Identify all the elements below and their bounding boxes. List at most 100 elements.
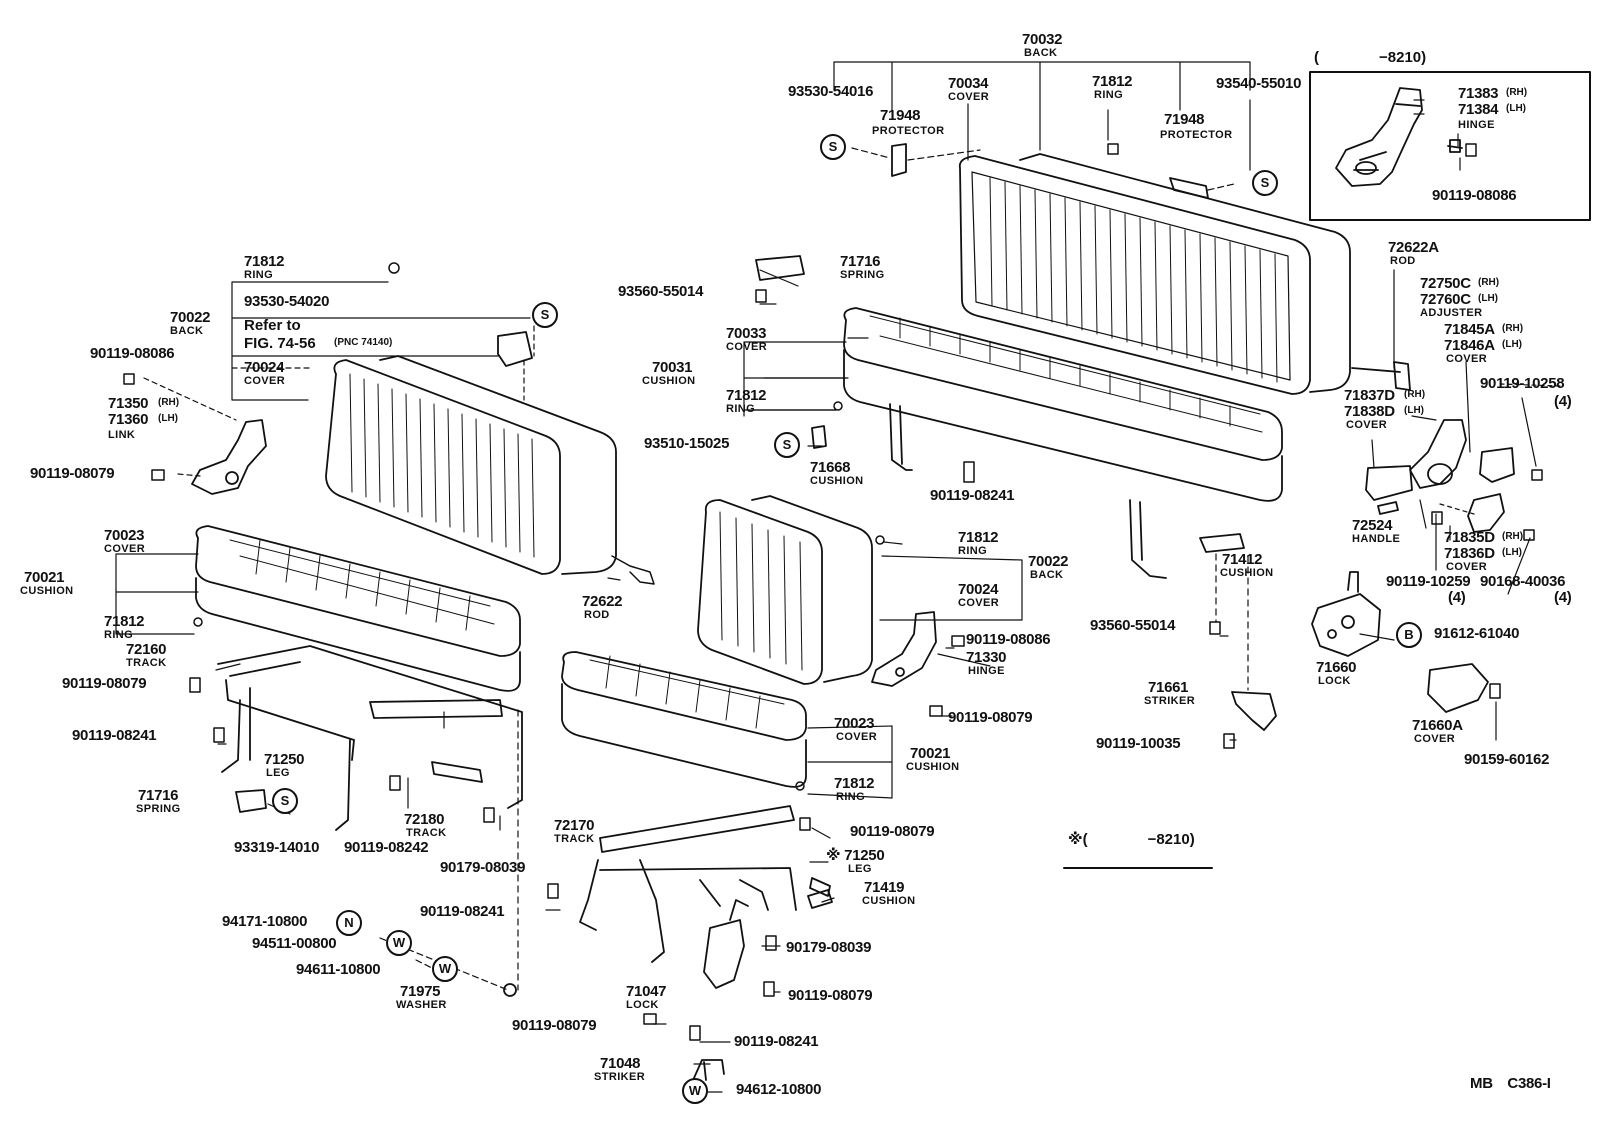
w-mark-2: W — [432, 956, 458, 982]
lock-71660 — [1311, 571, 1381, 657]
label-71412: 71412 — [1222, 551, 1263, 568]
label-90119-08086-inset: 90119-08086 — [1432, 187, 1517, 204]
left-seat-frame — [217, 645, 523, 831]
w-mark-1: W — [386, 930, 412, 956]
label-71350-side: (RH) — [158, 397, 180, 408]
label-72760c: 72760C — [1420, 291, 1471, 308]
label-fig-74-56: FIG. 74-56 — [244, 335, 316, 352]
label-71812-top: 71812 — [1092, 73, 1133, 90]
label-90119-08079-h3: 90119-08079 — [512, 1017, 597, 1034]
label-90179-08039-e: 90179-08039 — [440, 859, 526, 876]
label-pnc-74140: (PNC 74140) — [334, 337, 393, 348]
label-71383-side: (RH) — [1506, 87, 1528, 98]
seat-back-70022-left — [325, 355, 655, 585]
label-90119-08242: 90119-08242 — [344, 839, 429, 856]
label-94171-10800: 94171-10800 — [222, 913, 308, 930]
s-mark-4: S — [774, 432, 800, 458]
label-71812-top-name: RING — [1094, 89, 1124, 101]
footer-code: MB C386-I — [1470, 1075, 1551, 1092]
label-70034: 70034 — [948, 75, 989, 92]
label-71660a-name: COVER — [1414, 733, 1456, 745]
label-71716-e: 71716 — [138, 787, 179, 804]
label-71975-name: WASHER — [396, 999, 447, 1011]
cushion-71412 — [1199, 533, 1245, 553]
label-71838d-side: (LH) — [1404, 405, 1424, 416]
label-71812-b-name: RING — [244, 269, 274, 281]
label-93560-55014-g: 93560-55014 — [1090, 617, 1176, 634]
label-70031: 70031 — [652, 359, 693, 376]
leader-lines — [115, 61, 1561, 1093]
label-90119-08079-h: 90119-08079 — [850, 823, 935, 840]
label-72622-name: ROD — [584, 609, 610, 621]
label-70024-b-name: COVER — [244, 375, 286, 387]
spring-71716-left — [235, 789, 267, 813]
label-91612-61040: 91612-61040 — [1434, 625, 1520, 642]
label-71812-f: 71812 — [958, 529, 999, 546]
cover-71837d — [1365, 465, 1413, 501]
label-71812-e-name: RING — [104, 629, 134, 641]
label-71330-name: HINGE — [968, 665, 1005, 677]
label-93510-15025: 93510-15025 — [644, 435, 730, 452]
label-90179-08039-h: 90179-08039 — [786, 939, 872, 956]
label-90119-10035: 90119-10035 — [1096, 735, 1181, 752]
label-70033: 70033 — [726, 325, 767, 342]
label-71360: 71360 — [108, 411, 149, 428]
label-72760c-side: (LH) — [1478, 293, 1498, 304]
label-90119-08241-h2: 90119-08241 — [734, 1033, 819, 1050]
seat-back-70032 — [958, 153, 1351, 395]
label-71661-name: STRIKER — [1144, 695, 1196, 707]
label-71812-c-name: RING — [726, 403, 756, 415]
label-71837d: 71837D — [1344, 387, 1395, 404]
label-70033-name: COVER — [726, 341, 768, 353]
label-71330: 71330 — [966, 649, 1007, 666]
label-cover-71837d: COVER — [1346, 419, 1388, 431]
label-refer-to: Refer to — [244, 317, 301, 334]
label-71250-e: 71250 — [264, 751, 305, 768]
label-90119-10258: 90119-10258 — [1480, 375, 1565, 392]
label-71384: 71384 — [1458, 101, 1499, 118]
label-71419: 71419 — [864, 879, 905, 896]
label-71835d-side: (RH) — [1502, 531, 1524, 542]
label-71846a-side: (LH) — [1502, 339, 1522, 350]
label-90119-08241-c: 90119-08241 — [930, 487, 1015, 504]
label-70021-e: 70021 — [24, 569, 65, 586]
s-mark-1: S — [820, 134, 846, 160]
label-70022-b-name: BACK — [170, 325, 204, 337]
s-mark-3: S — [532, 302, 558, 328]
label-70024-f-name: COVER — [958, 597, 1000, 609]
adjuster-72750c — [1409, 419, 1467, 489]
rod-72622a — [1351, 361, 1411, 391]
label-range-8210: ※( −8210) — [1068, 831, 1195, 848]
label-71846a: 71846A — [1444, 337, 1495, 354]
label-90119-08079-f: 90119-08079 — [948, 709, 1033, 726]
inset-range: ( −8210) — [1314, 49, 1427, 66]
label-71412-name: CUSHION — [1220, 567, 1274, 579]
spring-71716 — [755, 255, 805, 281]
label-70023-e: 70023 — [104, 527, 145, 544]
label-71812-e: 71812 — [104, 613, 145, 630]
label-72622a: 72622A — [1388, 239, 1439, 256]
protector-70022-left — [497, 331, 533, 367]
label-72160: 72160 — [126, 641, 167, 658]
link-71350 — [191, 419, 267, 495]
label-70032-name: BACK — [1024, 47, 1058, 59]
label-93530-54016: 93530-54016 — [788, 83, 874, 100]
lock-71047 — [703, 899, 749, 989]
label-71250-h-name: LEG — [848, 863, 872, 875]
label-72622a-name: ROD — [1390, 255, 1416, 267]
label-71660: 71660 — [1316, 659, 1357, 676]
label-90159-60162: 90159-60162 — [1464, 751, 1550, 768]
label-71836d-side: (LH) — [1502, 547, 1522, 558]
label-70032: 70032 — [1022, 31, 1063, 48]
label-70024-b: 70024 — [244, 359, 285, 376]
cover-71845a — [1479, 447, 1515, 483]
label-adjuster: ADJUSTER — [1420, 307, 1483, 319]
label-71716-e-name: SPRING — [136, 803, 181, 815]
label-q4-c: (4) — [1554, 589, 1572, 606]
label-72170-name: TRACK — [554, 833, 595, 845]
label-72524: 72524 — [1352, 517, 1393, 534]
label-71048-name: STRIKER — [594, 1071, 646, 1083]
hinge-71330 — [871, 611, 937, 687]
label-72750c-side: (RH) — [1478, 277, 1500, 288]
label-71812-f2: 71812 — [834, 775, 875, 792]
